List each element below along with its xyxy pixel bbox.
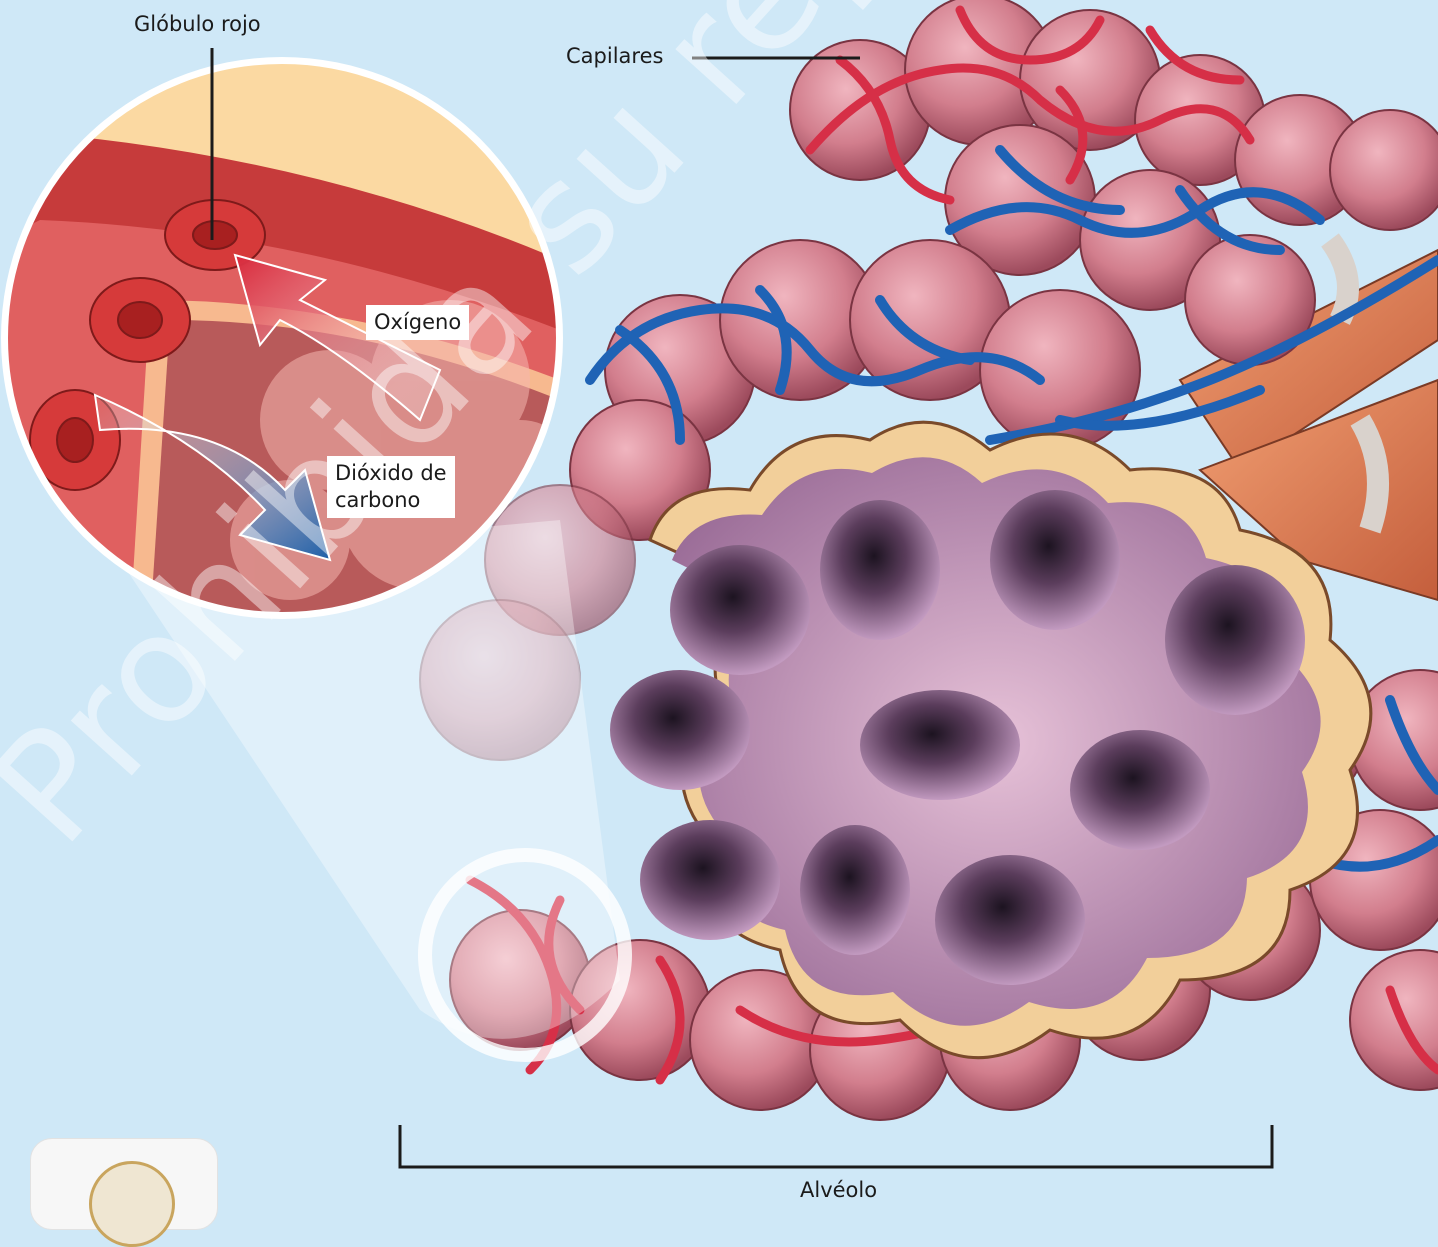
label-carbon-dioxide: Dióxido de carbono [327,456,455,518]
label-carbon-dioxide-line2: carbono [335,487,447,514]
label-alveolus: Alvéolo [800,1178,877,1202]
label-capillaries: Capilares [566,44,663,68]
alveolus-bracket [400,1125,1272,1167]
label-carbon-dioxide-line1: Dióxido de [335,460,447,487]
publisher-logo [30,1138,218,1230]
label-red-blood-cell: Glóbulo rojo [134,12,261,36]
alveolus-diagram: Prohibida su reproducción Glóbulo rojo C… [0,0,1438,1205]
label-oxygen: Oxígeno [366,305,469,340]
diagram-canvas [0,0,1438,1205]
logo-seal-icon [89,1161,175,1247]
